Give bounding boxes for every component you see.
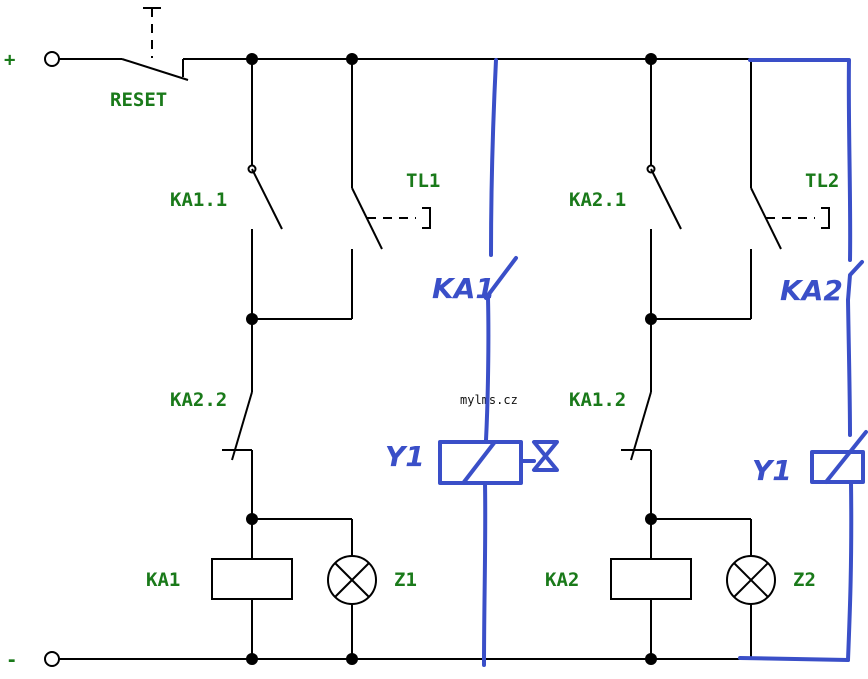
y1-left-handwritten-label: Y1 [385,440,425,473]
plus-terminal [44,51,60,67]
minus-label: - [6,649,17,671]
reset-label: RESET [110,89,167,111]
ka11-label: KA1.1 [170,189,227,211]
ka1-label: KA1 [146,569,180,591]
y1-right-coil-icon [810,450,865,484]
ka12-contact-icon [621,391,652,461]
plus-label: + [4,49,15,71]
ka1-added-contact-icon [484,256,518,300]
z2-label: Z2 [793,569,816,591]
ka11-contact-icon [251,168,283,230]
ka1-coil-icon [211,558,293,600]
z1-lamp-icon [327,555,377,605]
tl1-label: TL1 [406,170,440,192]
junction-dots [246,53,657,665]
ka2-coil-icon [610,558,692,600]
ka21-contact-icon [650,168,682,230]
y1-right-handwritten-label: Y1 [752,454,792,487]
y1-left-valve-icon [532,440,559,472]
ka2-added-contact-icon [846,260,864,302]
z2-lamp-icon [726,555,776,605]
minus-terminal [44,651,60,667]
z1-label: Z1 [394,569,417,591]
ka1-handwritten-label: KA1 [432,272,495,305]
ka21-label: KA2.1 [569,189,626,211]
ka22-label: KA2.2 [170,389,227,411]
ka2-handwritten-label: KA2 [780,274,843,307]
ka12-label: KA1.2 [569,389,626,411]
reset-pushbutton-icon [121,7,189,81]
ka2-label: KA2 [545,569,579,591]
tl2-label: TL2 [805,170,839,192]
wiring [44,7,830,667]
ka22-contact-icon [222,391,253,461]
handwritten-additions [438,58,868,667]
